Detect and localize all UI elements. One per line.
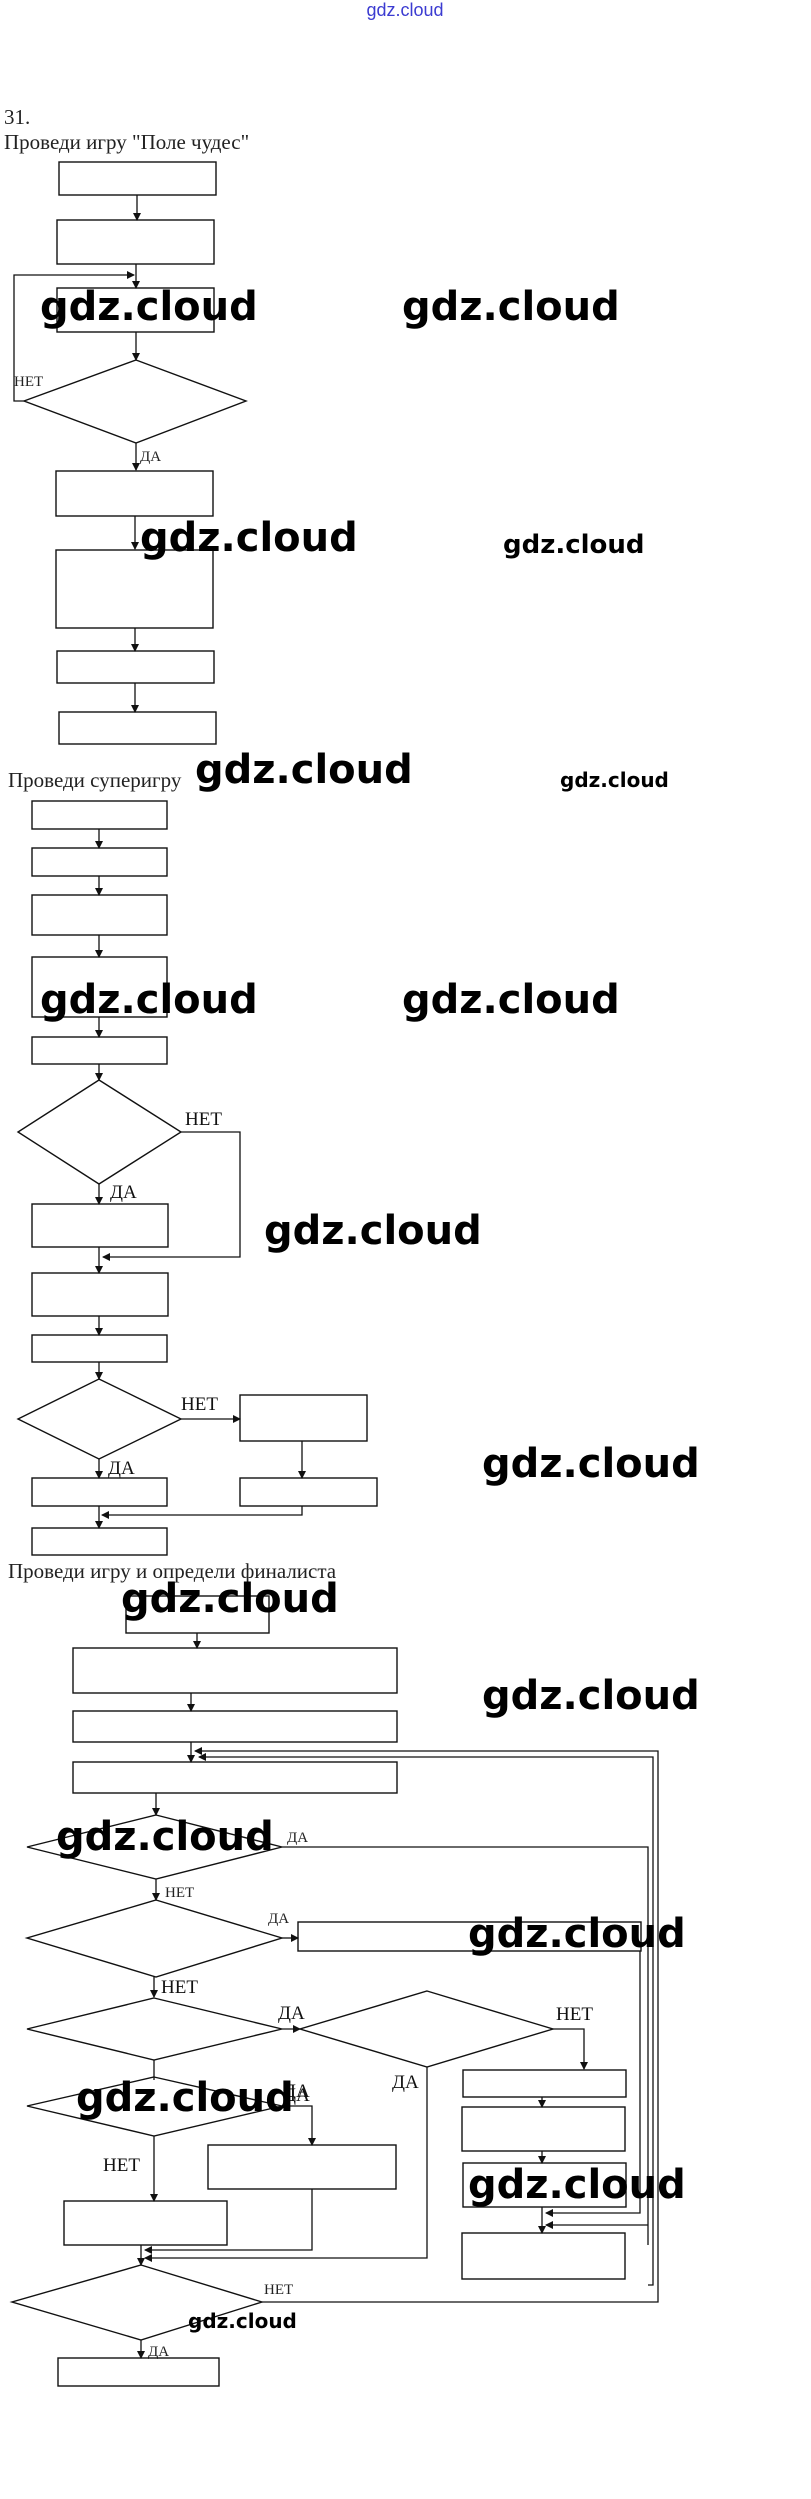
merge-arrow bbox=[144, 2189, 313, 2254]
flowchart-pole-chudes: НЕТ ДА bbox=[13, 161, 248, 745]
process-box bbox=[31, 1527, 168, 1556]
yes-branch-line bbox=[282, 1846, 649, 2245]
yes-label: ДА bbox=[278, 2003, 305, 2024]
watermark: gdz.cloud bbox=[468, 1911, 686, 1957]
loop-arrow bbox=[198, 1753, 654, 2286]
no-branch-arrow bbox=[102, 1131, 241, 1261]
watermark: gdz.cloud bbox=[40, 977, 258, 1023]
no-label: НЕТ bbox=[556, 2004, 593, 2025]
no-branch-arrow bbox=[553, 2028, 588, 2070]
yes-label: ДА bbox=[287, 1830, 308, 1846]
process-box bbox=[462, 2162, 627, 2208]
watermark: gdz.cloud bbox=[482, 1441, 700, 1487]
decision-diamond bbox=[16, 1079, 183, 1185]
section-3-title: Проведи игру и определи финалиста bbox=[8, 1559, 337, 1583]
process-box bbox=[58, 711, 217, 745]
process-box bbox=[31, 800, 168, 830]
no-label: НЕТ bbox=[181, 1394, 218, 1415]
watermark: gdz.cloud bbox=[402, 977, 620, 1023]
flowchart-superigra: НЕТ ДА НЕТ ДА bbox=[16, 800, 378, 1556]
watermarks: gdz.cloud gdz.cloud gdz.cloud gdz.cloud … bbox=[40, 284, 700, 2333]
decision-diamond bbox=[16, 1378, 183, 1460]
flowchart-finalist: ДА НЕТ ДА НЕТ ДА НЕТ ДА ДА ДА bbox=[9, 1595, 659, 2387]
decision-diamond bbox=[21, 359, 248, 444]
no-label: НЕТ bbox=[165, 1885, 194, 1901]
yes-label: ДА bbox=[283, 2085, 310, 2106]
watermark: gdz.cloud bbox=[402, 284, 620, 330]
watermark: gdz.cloud bbox=[121, 1576, 339, 1622]
yes-label: ДА bbox=[140, 449, 161, 465]
process-box bbox=[31, 1477, 168, 1507]
watermark: gdz.cloud bbox=[56, 1814, 274, 1860]
process-box bbox=[57, 2357, 220, 2387]
loop-arrow bbox=[13, 271, 135, 402]
process-box bbox=[58, 161, 217, 196]
process-box bbox=[55, 470, 214, 517]
watermark: gdz.cloud bbox=[76, 2075, 294, 2121]
process-box bbox=[31, 1036, 168, 1065]
no-label: НЕТ bbox=[14, 374, 43, 390]
yes-label: ДА bbox=[108, 1458, 135, 1479]
process-box bbox=[239, 1394, 368, 1442]
process-box bbox=[31, 1272, 169, 1317]
watermark: gdz.cloud bbox=[140, 515, 358, 561]
process-box bbox=[297, 1921, 642, 1952]
process-box bbox=[56, 650, 215, 684]
merge-arrow bbox=[101, 1506, 303, 1519]
no-label: НЕТ bbox=[161, 1977, 198, 1998]
decision-diamond bbox=[26, 1997, 283, 2061]
process-box bbox=[72, 1647, 398, 1694]
site-watermark[interactable]: gdz.cloud bbox=[366, 0, 443, 20]
process-box bbox=[239, 1477, 378, 1507]
process-box bbox=[461, 2232, 626, 2280]
yes-branch-arrow bbox=[282, 2105, 316, 2146]
process-box bbox=[461, 2106, 626, 2152]
process-box bbox=[462, 2069, 627, 2098]
no-branch-line bbox=[262, 2245, 659, 2303]
task-number: 31. bbox=[4, 105, 30, 129]
process-box bbox=[31, 847, 168, 877]
no-label: НЕТ bbox=[264, 2282, 293, 2298]
watermark: gdz.cloud bbox=[482, 1673, 700, 1719]
merge-arrow bbox=[545, 1951, 641, 2217]
watermark: gdz.cloud bbox=[188, 2309, 297, 2333]
process-box bbox=[56, 219, 215, 265]
section-2-title: Проведи суперигру bbox=[8, 768, 182, 792]
watermark: gdz.cloud bbox=[264, 1208, 482, 1254]
watermark: gdz.cloud bbox=[40, 284, 258, 330]
process-box bbox=[72, 1761, 398, 1794]
process-box bbox=[31, 1203, 169, 1248]
process-box bbox=[72, 1710, 398, 1743]
no-label: НЕТ bbox=[185, 1109, 222, 1130]
no-label: НЕТ bbox=[103, 2155, 140, 2176]
yes-label: ДА bbox=[148, 2344, 169, 2360]
yes-label: ДА bbox=[268, 1911, 289, 1927]
loop-arrow bbox=[194, 1747, 659, 2245]
watermark: gdz.cloud bbox=[503, 530, 645, 560]
decision-diamond bbox=[297, 1990, 556, 2068]
process-box bbox=[31, 894, 168, 936]
decision-diamond bbox=[24, 1899, 285, 1978]
yes-label: ДА bbox=[392, 2072, 419, 2093]
watermark: gdz.cloud bbox=[468, 2162, 686, 2208]
section-1-title: Проведи игру "Поле чудес" bbox=[4, 130, 249, 154]
watermark: gdz.cloud bbox=[195, 747, 413, 793]
watermark: gdz.cloud bbox=[560, 768, 669, 792]
yes-label: ДА bbox=[283, 2081, 310, 2102]
process-box bbox=[31, 1334, 168, 1363]
yes-label: ДА bbox=[110, 1182, 137, 1203]
yes-branch-arrow bbox=[144, 2067, 428, 2262]
process-box bbox=[207, 2144, 397, 2190]
process-box bbox=[63, 2200, 228, 2246]
process-box bbox=[55, 549, 214, 629]
